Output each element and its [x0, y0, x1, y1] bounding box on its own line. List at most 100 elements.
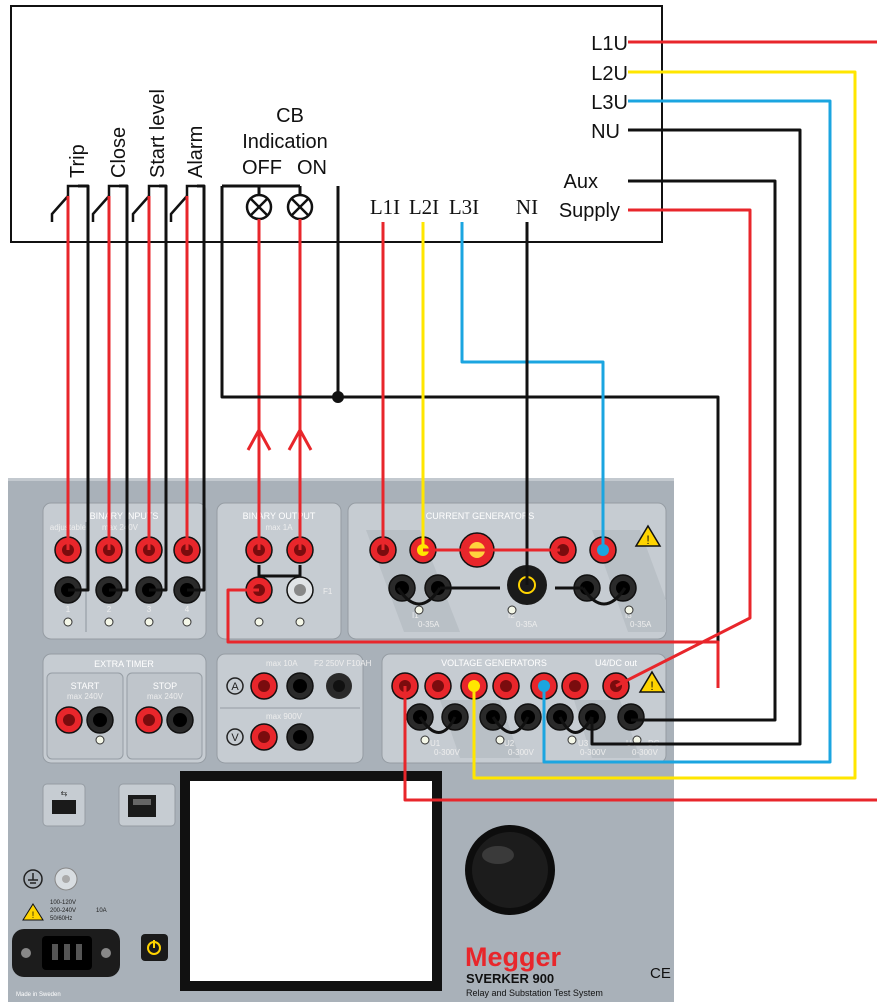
- lamp-off-icon: [245, 193, 273, 221]
- bi-num-1: 1: [66, 605, 71, 614]
- indicator-led: [254, 617, 264, 627]
- brand-logo: Megger: [465, 942, 562, 972]
- bi-num-4: 4: [185, 605, 190, 614]
- mains-freq: 50/60Hz: [50, 916, 72, 922]
- terminal-stop-red[interactable]: [135, 706, 163, 734]
- wire-nu: [590, 128, 802, 746]
- label-trip: Trip: [67, 144, 89, 178]
- label-l1i: L1I: [370, 195, 400, 219]
- ce-mark: CE: [650, 965, 671, 982]
- terminal-bo-fuse[interactable]: [286, 576, 314, 604]
- volt-max: max 900V: [266, 712, 303, 721]
- indicator-led: [420, 735, 430, 745]
- display-screen[interactable]: [190, 781, 432, 981]
- indicator-led: [624, 605, 634, 615]
- u4dc-label: U4/DC out: [595, 658, 638, 668]
- i2-range: 0-35A: [516, 620, 538, 629]
- fuse-holder[interactable]: [326, 673, 352, 699]
- label-l3i: L3I: [449, 195, 479, 219]
- svg-text:Alarm: Alarm: [185, 126, 207, 178]
- model-name: SVERKER 900: [466, 971, 554, 986]
- terminal-u4-black[interactable]: [617, 703, 645, 731]
- terminal-stop-black[interactable]: [166, 706, 194, 734]
- fuse-label: F2 250V F10AH: [314, 659, 372, 668]
- wire-bi-common: [68, 184, 90, 592]
- warning-icon-2: !: [638, 670, 666, 693]
- i3-range: 0-35A: [630, 620, 652, 629]
- wire-common-return: [220, 186, 720, 688]
- wire-l3u: [542, 99, 832, 764]
- power-button[interactable]: [141, 934, 168, 961]
- lamp-on-icon: [286, 193, 314, 221]
- indicator-led: [144, 617, 154, 627]
- label-l2u: L2U: [591, 63, 628, 85]
- rotary-knob[interactable]: [465, 825, 555, 915]
- model-subtitle: Relay and Substation Test System: [466, 988, 603, 998]
- i3-label: I3: [625, 611, 632, 620]
- wire-aux: [628, 179, 777, 722]
- svg-text:A: A: [231, 681, 239, 693]
- arrow-on: [287, 428, 313, 451]
- label-ni: NI: [516, 195, 538, 219]
- made-in-sweden: Made in Sweden: [16, 992, 61, 998]
- label-aux: Aux: [564, 171, 598, 193]
- indicator-led: [567, 735, 577, 745]
- label-close: Close: [108, 127, 130, 178]
- ground-terminal[interactable]: [54, 867, 78, 891]
- mains-inlet[interactable]: [12, 929, 120, 977]
- svg-text:V: V: [231, 732, 239, 744]
- start-max: max 240V: [67, 692, 104, 701]
- terminal-i2-red[interactable]: [549, 536, 577, 564]
- u1-label: U1: [430, 739, 441, 748]
- terminal-amp-black[interactable]: [286, 672, 314, 700]
- current-generators-title: CURRENT GENERATORS: [426, 511, 535, 521]
- svg-text:!: !: [32, 910, 35, 920]
- stop-label: STOP: [153, 681, 177, 691]
- label-alarm: Alarm: [185, 126, 207, 178]
- terminal-start-red[interactable]: [55, 706, 83, 734]
- cb-title: CB: [276, 105, 304, 127]
- indicator-led: [104, 617, 114, 627]
- terminal-i1-black-a[interactable]: [388, 574, 416, 602]
- ground-terminal-icon: [23, 869, 43, 889]
- wire-l3i: [460, 222, 605, 550]
- label-l1u: L1U: [591, 33, 628, 55]
- terminal-u3-red-b[interactable]: [561, 672, 589, 700]
- arrow-off: [246, 428, 272, 451]
- indicator-led: [495, 735, 505, 745]
- mains-warning-icon: !: [22, 903, 44, 921]
- terminal-volt-red[interactable]: [250, 723, 278, 751]
- terminal-u2-red-b[interactable]: [492, 672, 520, 700]
- terminal-u1-red-b[interactable]: [424, 672, 452, 700]
- label-l2i: L2I: [409, 195, 439, 219]
- voltage-generators-title: VOLTAGE GENERATORS: [441, 658, 547, 668]
- bo-max-label: max 1A: [265, 523, 293, 532]
- label-start-level: Start level: [147, 89, 169, 178]
- usb-port[interactable]: ⇆: [42, 783, 86, 827]
- svg-text:Trip: Trip: [67, 144, 89, 178]
- ethernet-port[interactable]: [118, 783, 176, 827]
- bi-max-label: max 240V: [102, 523, 139, 532]
- binary-output-title: BINARY OUTPUT: [243, 511, 316, 521]
- u2-range: 0-300V: [508, 748, 534, 757]
- bi-num-3: 3: [147, 605, 152, 614]
- binary-output-group: [216, 502, 342, 640]
- svg-text:!: !: [646, 533, 649, 547]
- terminal-start-black[interactable]: [86, 706, 114, 734]
- terminal-i3-black-b[interactable]: [609, 574, 637, 602]
- stop-max: max 240V: [147, 692, 184, 701]
- u1-range: 0-300V: [434, 748, 460, 757]
- u4-range: 0-300V: [632, 748, 658, 757]
- mains-range-2: 200-240V: [50, 908, 76, 914]
- usb-icon: ⇆: [61, 789, 68, 798]
- svg-text:Close: Close: [108, 127, 130, 178]
- ammeter-icon: A: [226, 677, 244, 695]
- indicator-led: [63, 617, 73, 627]
- terminal-volt-black[interactable]: [286, 723, 314, 751]
- amp-max: max 10A: [266, 659, 298, 668]
- wire-supply: [615, 208, 752, 688]
- wires: [66, 40, 877, 802]
- mains-range-1: 100-120V: [50, 900, 76, 906]
- terminal-amp-red[interactable]: [250, 672, 278, 700]
